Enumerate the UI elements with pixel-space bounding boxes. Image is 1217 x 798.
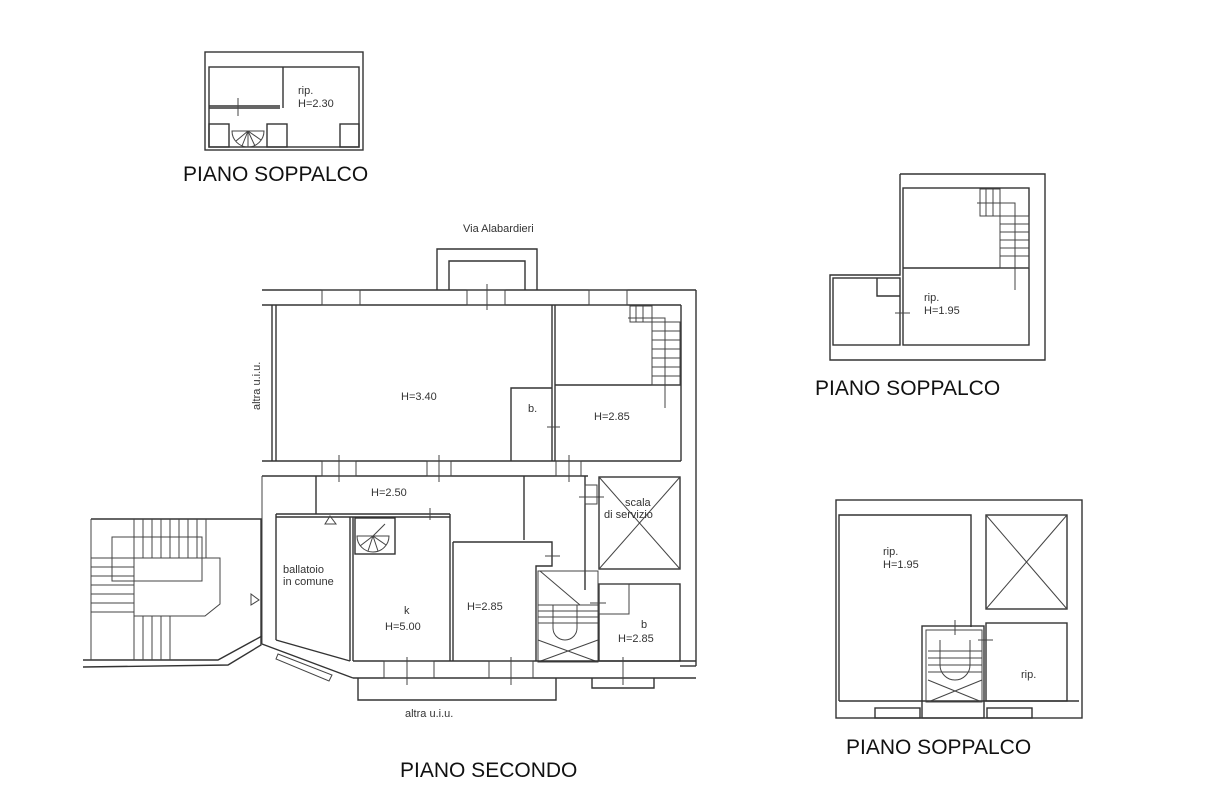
room-label-bath: b. (528, 403, 537, 415)
neighbor-label-left: altra u.i.u. (251, 362, 263, 410)
room-label-kitchen: k (404, 605, 410, 617)
room-height: H=1.95 (924, 305, 960, 317)
room-height: H=2.85 (594, 411, 630, 423)
room-height: H=1.95 (883, 559, 919, 571)
room-height-corridor: H=2.50 (371, 487, 407, 499)
plan-soppalco-right-bottom: rip. H=1.95 rip. (835, 499, 1083, 719)
room-label-rip: rip. (924, 292, 939, 304)
room-label-rip: rip. (883, 546, 898, 558)
room-label-rip: rip. (298, 85, 313, 97)
plan-title-soppalco-right-top: PIANO SOPPALCO (815, 377, 1000, 400)
plan-secondo: Via Alabardieri altra u.i.u. (82, 223, 697, 720)
plan-soppalco-right-top: rip. H=1.95 (829, 173, 1046, 361)
room-label-scala: scala (625, 497, 652, 509)
plan-soppalco-top-left: rip. H=2.30 (204, 51, 364, 151)
room-label-ballatoio: ballatoio (283, 564, 324, 576)
common-staircase (82, 518, 263, 668)
room-height: H=5.00 (385, 621, 421, 633)
room-height: H=2.30 (298, 98, 334, 110)
plan-title-secondo: PIANO SECONDO (400, 759, 577, 782)
room-label-rip: rip. (1021, 669, 1036, 681)
room-height: H=2.85 (618, 633, 654, 645)
room-height: H=2.85 (467, 601, 503, 613)
street-label: Via Alabardieri (463, 223, 534, 235)
plan-title-soppalco-right-bottom: PIANO SOPPALCO (846, 736, 1031, 759)
plan-title-soppalco-top-left: PIANO SOPPALCO (183, 163, 368, 186)
room-sublabel-scala: di servizio (604, 509, 653, 521)
room-sublabel-ballatoio: in comune (283, 576, 334, 588)
room-label-bath: b (641, 619, 647, 631)
neighbor-label-bottom: altra u.i.u. (405, 708, 453, 720)
room-height-main: H=3.40 (401, 391, 437, 403)
